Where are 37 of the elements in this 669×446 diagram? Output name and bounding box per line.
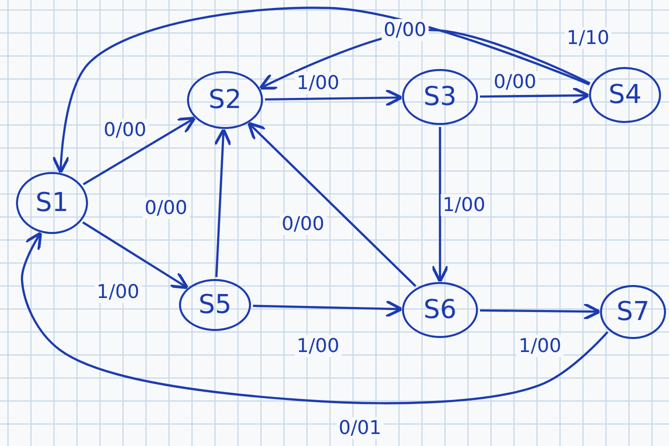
state-name: S6 (423, 295, 457, 325)
state-circle (402, 282, 478, 338)
arrow (20, 232, 608, 404)
arrow (480, 86, 590, 105)
arrow (52, 6, 590, 174)
state-circle (589, 67, 661, 123)
state-name: S1 (35, 188, 69, 218)
arrow (480, 302, 601, 321)
edge-label: 0/01 (336, 417, 384, 439)
state-circle (600, 285, 666, 339)
state-name: S7 (616, 297, 650, 327)
arrow (214, 128, 232, 278)
state-circle (179, 279, 251, 331)
arrow (252, 300, 403, 318)
edge-label: 1/10 (564, 27, 612, 49)
arrow (247, 122, 416, 287)
state-name: S2 (208, 85, 242, 115)
edge-label: 0/00 (142, 197, 190, 219)
arrow (82, 116, 196, 186)
state-circle (187, 71, 263, 129)
edge-label: 1/00 (294, 72, 342, 94)
edge-label: 0/00 (280, 213, 326, 235)
edge-label: 0/00 (382, 19, 428, 41)
edge-label: 1/00 (440, 194, 488, 216)
arrow (264, 88, 403, 107)
edge-label: 1/00 (294, 335, 342, 357)
state-name: S3 (423, 82, 457, 112)
state-circle (16, 172, 88, 234)
edge-label: 1/00 (516, 335, 564, 357)
arrow (430, 127, 450, 283)
edge-label: 1/00 (94, 281, 142, 303)
state-circle (402, 69, 478, 125)
state-name: S5 (198, 290, 232, 320)
edge-label: 0/00 (492, 71, 538, 93)
arrow (82, 221, 189, 290)
state-name: S4 (608, 80, 642, 110)
edge-label: 0/00 (102, 119, 148, 141)
